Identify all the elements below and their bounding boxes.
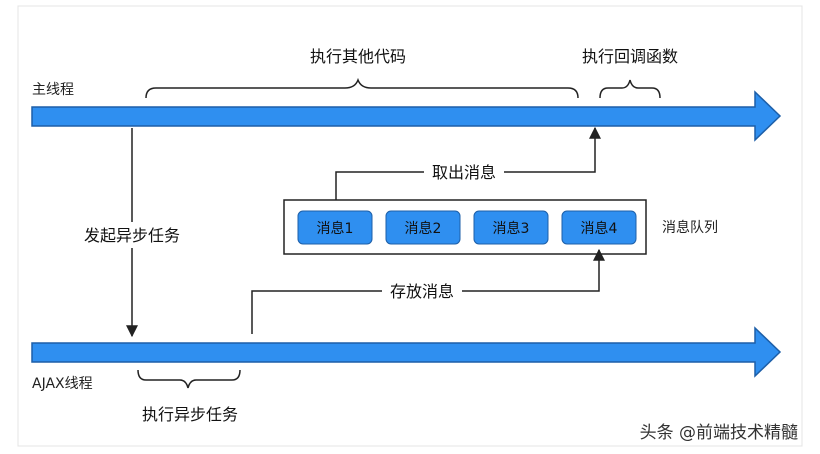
message-box [385, 210, 461, 245]
ajax-thread-arrow [31, 326, 782, 378]
launch-async-label: 发起异步任务 [84, 226, 180, 245]
brace-other-code [145, 77, 579, 99]
brace-async-task-label: 执行异步任务 [142, 405, 238, 424]
main-thread-arrow [31, 90, 782, 142]
message-label: 消息2 [405, 220, 442, 237]
ajax-thread-label: AJAX线程 [32, 376, 93, 392]
store-label-bg [382, 279, 462, 303]
take-out-label: 取出消息 [432, 163, 496, 182]
store-label: 存放消息 [390, 282, 454, 301]
message-queue: 消息1 消息2 消息3 消息4 [297, 210, 637, 245]
brace-other-code-label: 执行其他代码 [310, 47, 406, 66]
main-thread-label: 主线程 [32, 82, 74, 98]
message-label: 消息4 [581, 220, 618, 237]
brace-async-task [137, 369, 241, 389]
message-box [561, 210, 637, 245]
brace-callback [599, 79, 661, 99]
message-queue-label: 消息队列 [662, 219, 718, 236]
launch-async-label-bg [76, 222, 188, 248]
brace-callback-label: 执行回调函数 [582, 47, 678, 66]
message-box [297, 210, 373, 245]
take-out-label-bg [424, 160, 504, 184]
message-box [473, 210, 549, 245]
message-label: 消息3 [493, 220, 530, 237]
message-label: 消息1 [317, 220, 354, 237]
diagram-frame [17, 5, 803, 447]
watermark: 头条 @前端技术精髓 [640, 423, 798, 443]
